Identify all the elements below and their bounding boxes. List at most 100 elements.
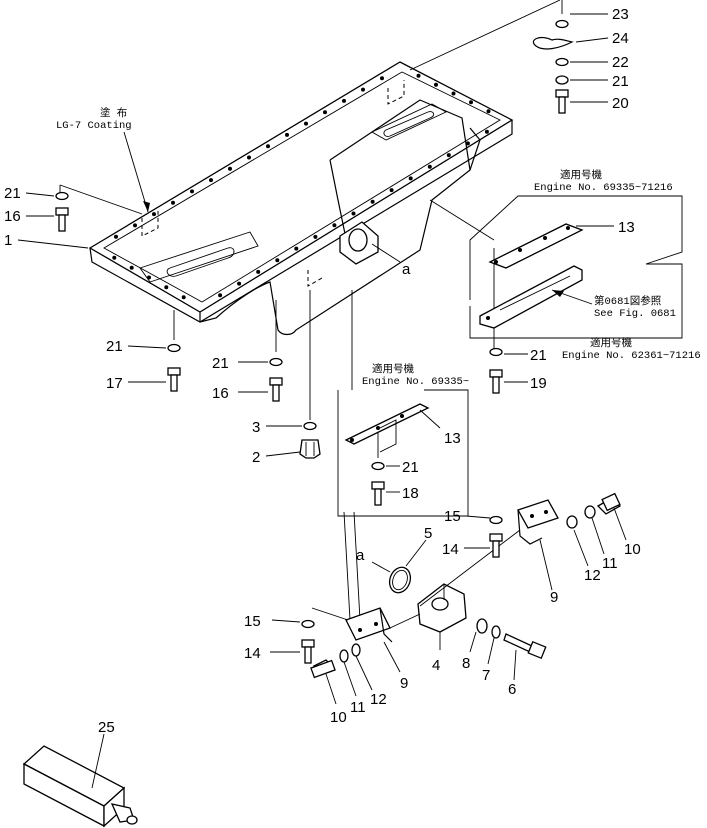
callout-21: 21	[402, 459, 419, 476]
see-fig-note-jp: 第0681図参照	[594, 294, 662, 308]
flange-bolt-hole	[112, 255, 117, 260]
callout-20: 20	[612, 95, 629, 112]
callout-18: 18	[402, 485, 419, 502]
callout-10: 10	[330, 709, 347, 726]
flange-bolt-hole	[486, 109, 491, 114]
flange-bolt-hole	[469, 100, 473, 105]
flange-bolt-hole	[181, 295, 186, 300]
callout-5: 5	[424, 525, 432, 542]
callout-14: 14	[244, 645, 261, 662]
callout-4: 4	[432, 657, 440, 674]
flange-bolt-hole	[237, 281, 242, 286]
left-fasteners	[17, 191, 321, 459]
flange-bolt-hole	[332, 223, 337, 228]
callout-13: 13	[618, 219, 635, 236]
flange-bolt-hole	[285, 132, 289, 137]
callout-22: 22	[612, 54, 629, 71]
lower-assembly	[270, 492, 627, 705]
callout-23: 23	[612, 6, 629, 23]
flange-bolt-hole	[323, 110, 327, 115]
flange-bolt-hole	[256, 269, 261, 274]
flange-bolt-hole	[171, 200, 175, 205]
callout-19: 19	[530, 375, 547, 392]
callout-15: 15	[244, 613, 261, 630]
serial-box-middle	[337, 389, 469, 517]
callout-3: 3	[252, 419, 260, 436]
callout-21: 21	[4, 185, 21, 202]
flange-bolt-hole	[416, 73, 421, 78]
callout-24: 24	[612, 30, 629, 47]
flange-bolt-hole	[434, 82, 438, 87]
flange-bolt-hole	[465, 141, 470, 146]
flange-bolt-hole	[247, 155, 251, 160]
callout-1: 1	[4, 232, 12, 249]
flange-bolt-hole	[129, 265, 134, 270]
callout-21: 21	[530, 347, 547, 364]
flange-bolt-hole	[218, 293, 223, 298]
flange-bolt-hole	[152, 212, 156, 217]
flange-bolt-hole	[408, 176, 413, 181]
tool-25	[22, 733, 138, 828]
callout-16: 16	[4, 208, 21, 225]
serial-note: Engine No. 69335~	[362, 376, 469, 388]
callout-21: 21	[212, 355, 229, 372]
callout-a: a	[402, 261, 411, 278]
flange-bolt-hole	[380, 76, 384, 81]
flange-bolt-hole	[294, 246, 299, 251]
serial-note: Engine No. 69335~71216	[534, 182, 673, 194]
flange-bolt-hole	[484, 129, 489, 134]
callout-15: 15	[444, 508, 461, 525]
callout-labels: 23 24 22 21 20 21 16 1 21 17 21 16 3 2 a…	[4, 6, 641, 736]
callout-21: 21	[106, 338, 123, 355]
flange-bolt-hole	[209, 178, 213, 183]
flange-bolt-hole	[446, 153, 451, 158]
callout-9: 9	[550, 589, 558, 606]
callout-8: 8	[462, 655, 470, 672]
flange-bolt-hole	[147, 275, 151, 280]
flange-bolt-hole	[228, 166, 232, 171]
serial-box-lower	[469, 263, 683, 394]
flange-bolt-hole	[275, 258, 280, 263]
callout-11: 11	[602, 555, 618, 572]
callout-2: 2	[252, 449, 260, 466]
serial-note-jp: 適用号機	[560, 168, 602, 182]
callout-11: 11	[350, 699, 366, 716]
serial-box-upper	[469, 195, 683, 300]
callout-25: 25	[98, 719, 115, 736]
coating-note: LG-7 Coating	[56, 120, 132, 132]
flange-bolt-hole	[361, 87, 365, 92]
see-fig-note: See Fig. 0681	[594, 308, 676, 320]
flange-bolt-hole	[133, 223, 137, 228]
flange-bolt-hole	[342, 98, 346, 103]
oil-pan	[88, 61, 514, 336]
serial-note: Engine No. 62361~71216	[562, 350, 701, 362]
callout-a: a	[356, 547, 365, 564]
callout-14: 14	[442, 541, 459, 558]
coating-note-jp: 塗 布	[100, 106, 127, 120]
serial-note-jp: 適用号機	[372, 362, 414, 376]
pan-leader-lines	[59, 0, 563, 621]
flange-bolt-hole	[389, 188, 394, 193]
callout-6: 6	[508, 681, 516, 698]
flange-bolt-hole	[114, 234, 118, 239]
callout-9: 9	[400, 675, 408, 692]
flange-bolt-hole	[304, 121, 308, 126]
callout-12: 12	[584, 567, 601, 584]
flange-bolt-hole	[427, 164, 432, 169]
callout-17: 17	[106, 375, 123, 392]
flange-bolt-hole	[451, 91, 456, 96]
callout-13: 13	[444, 430, 461, 447]
callout-16: 16	[212, 385, 229, 402]
flange-bolt-hole	[313, 234, 318, 239]
diagram-notes: 塗 布 LG-7 Coating 適用号機 Engine No. 69335~7…	[56, 106, 701, 388]
flange-bolt-hole	[190, 189, 194, 194]
flange-bolt-hole	[266, 144, 270, 149]
top-right-fasteners	[532, 13, 609, 114]
callout-21: 21	[612, 73, 629, 90]
flange-bolt-hole	[370, 199, 375, 204]
flange-bolt-hole	[351, 211, 356, 216]
flange-bolt-hole	[164, 285, 169, 290]
serial-note-jp: 適用号機	[590, 336, 632, 350]
callout-12: 12	[370, 691, 387, 708]
